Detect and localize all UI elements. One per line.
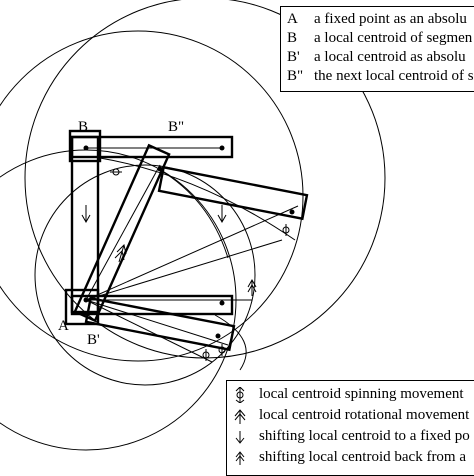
shift-to-fixed-point-icon — [235, 431, 245, 444]
rotation-arrow — [217, 205, 227, 224]
segment-top-horizontal — [70, 135, 234, 159]
centroid-dot — [219, 300, 225, 306]
segment-tilted-right — [157, 165, 309, 221]
legend-symbol: B' — [287, 49, 300, 65]
legend-definitions: A a fixed point as an absolu B a local c… — [280, 6, 474, 92]
shift-back-icon — [235, 451, 245, 465]
centroid-dot — [215, 333, 221, 339]
legend-symbol: B — [287, 30, 298, 46]
legend-text: a fixed point as an absolu — [314, 11, 467, 27]
legend-text: a local centroid of segmen — [314, 30, 473, 46]
legend-text: shifting local centroid to a fixed po — [259, 428, 470, 444]
legend-text: local centroid rotational movement — [259, 407, 470, 423]
radius-line — [85, 299, 213, 363]
label-point-A: A — [58, 318, 69, 334]
arc-path — [214, 314, 247, 371]
spin-marker — [110, 168, 290, 361]
legend-movements: local centroid spinning movement local c… — [226, 380, 474, 476]
legend-text: local centroid spinning movement — [259, 386, 464, 402]
arc-path — [99, 157, 296, 241]
rotational-movement-icon — [234, 409, 246, 424]
radius-line — [85, 205, 299, 301]
legend-symbol: B" — [287, 68, 304, 84]
box-around-B — [68, 129, 102, 163]
label-point-B-prime: B' — [87, 332, 100, 348]
arc-path — [159, 169, 229, 259]
circle-bottom-right — [34, 164, 256, 386]
shift-arrow-down — [81, 205, 91, 224]
centroid-dot — [289, 209, 295, 215]
rotation-arrow — [247, 278, 257, 296]
legend-text: a local centroid as absolu — [314, 49, 466, 65]
centroid-dot — [219, 145, 225, 151]
segment-bottom-horizontal — [70, 294, 234, 316]
radius-line — [85, 299, 229, 346]
centroid-dot — [83, 145, 89, 151]
label-point-B: B — [78, 119, 89, 135]
radius-line — [85, 239, 283, 301]
segment-diagonal — [73, 143, 171, 323]
label-point-B-double: B" — [168, 119, 185, 135]
legend-text: the next local centroid of s — [314, 68, 474, 84]
circle-large-right — [0, 30, 304, 362]
box-around-A — [64, 288, 100, 326]
shift-arrow-up — [114, 244, 127, 263]
segment-tilted-down — [84, 296, 236, 352]
spinning-movement-icon — [235, 387, 245, 403]
legend-symbol: A — [287, 11, 298, 27]
legend-text: shifting local centroid back from a — [259, 449, 467, 465]
centroid-dot — [157, 166, 163, 172]
centroid-dot — [83, 297, 89, 303]
